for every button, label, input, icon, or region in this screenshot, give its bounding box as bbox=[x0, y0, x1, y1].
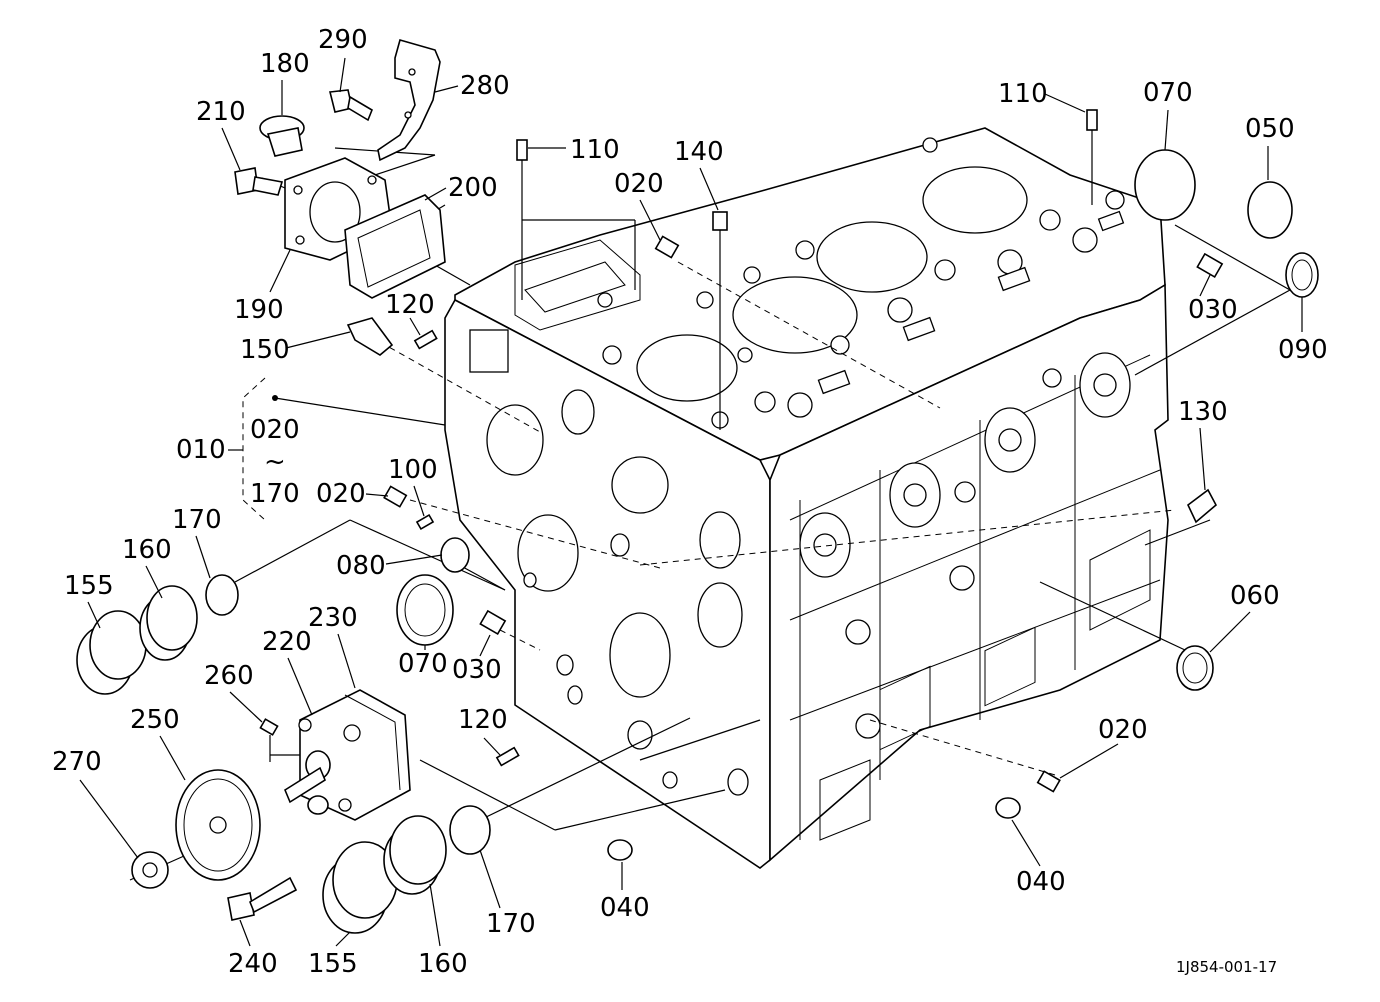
label-leader-lines bbox=[79, 57, 1303, 947]
label-120-bottom: 120 bbox=[458, 705, 508, 735]
label-200: 200 bbox=[448, 173, 498, 203]
label-120-top: 120 bbox=[385, 290, 435, 320]
label-270: 270 bbox=[52, 747, 102, 777]
label-020-bottom: 020 bbox=[1098, 715, 1148, 745]
assembly-bracket-010 bbox=[228, 377, 446, 521]
label-280: 280 bbox=[460, 71, 510, 101]
label-160-upper: 160 bbox=[122, 535, 172, 565]
label-220: 220 bbox=[262, 627, 312, 657]
label-030-right: 030 bbox=[1188, 295, 1238, 325]
label-170-range-end: 170 bbox=[250, 479, 300, 509]
label-040-right: 040 bbox=[1016, 867, 1066, 897]
label-030-left: 030 bbox=[452, 655, 502, 685]
label-020-range-start: 020 bbox=[250, 415, 300, 445]
drawing-code: 1J854-001-17 bbox=[1176, 958, 1277, 976]
label-080: 080 bbox=[336, 551, 386, 581]
label-210: 210 bbox=[196, 97, 246, 127]
label-290: 290 bbox=[318, 25, 368, 55]
label-090: 090 bbox=[1278, 335, 1328, 365]
label-180: 180 bbox=[260, 49, 310, 79]
label-170-bushing-lower: 170 bbox=[486, 909, 536, 939]
label-250: 250 bbox=[130, 705, 180, 735]
label-130: 130 bbox=[1178, 397, 1228, 427]
label-070-top: 070 bbox=[1143, 78, 1193, 108]
label-100: 100 bbox=[388, 455, 438, 485]
label-040-left: 040 bbox=[600, 893, 650, 923]
label-110-right: 110 bbox=[998, 79, 1048, 109]
part-labels: 290 280 180 210 200 190 110 110 140 020 … bbox=[52, 25, 1328, 979]
label-020-top: 020 bbox=[614, 169, 664, 199]
label-range-tilde: ~ bbox=[264, 447, 286, 477]
crankcase-body bbox=[444, 127, 1169, 869]
label-260: 260 bbox=[204, 661, 254, 691]
label-160-lower: 160 bbox=[418, 949, 468, 979]
label-150: 150 bbox=[240, 335, 290, 365]
label-020-left: 020 bbox=[316, 479, 366, 509]
label-140: 140 bbox=[674, 137, 724, 167]
label-050: 050 bbox=[1245, 114, 1295, 144]
label-190: 190 bbox=[234, 295, 284, 325]
label-060: 060 bbox=[1230, 581, 1280, 611]
oil-pump-assembly bbox=[175, 689, 411, 881]
label-240: 240 bbox=[228, 949, 278, 979]
bushings bbox=[76, 574, 491, 934]
leader-lines bbox=[129, 130, 1291, 881]
label-155-upper: 155 bbox=[64, 571, 114, 601]
label-155-lower: 155 bbox=[308, 949, 358, 979]
label-070-bottom: 070 bbox=[398, 649, 448, 679]
label-230: 230 bbox=[308, 603, 358, 633]
label-170-bushing-upper: 170 bbox=[172, 505, 222, 535]
label-110-left: 110 bbox=[570, 135, 620, 165]
label-010: 010 bbox=[176, 435, 226, 465]
small-parts bbox=[131, 39, 1319, 921]
